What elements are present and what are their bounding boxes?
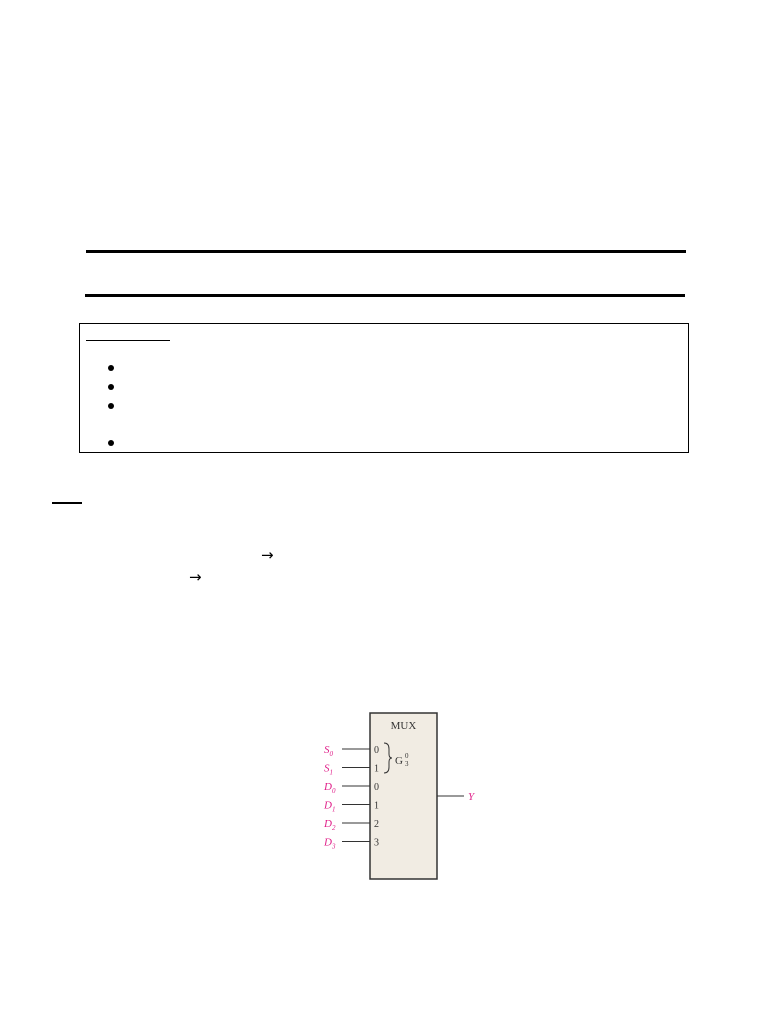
top-horizontal-rule: [86, 250, 686, 253]
pin-number: 2: [374, 819, 379, 830]
bullet-point: [108, 403, 114, 409]
input-label: S1: [324, 763, 333, 777]
bottom-horizontal-rule: [85, 294, 685, 297]
pin-number: 1: [374, 801, 379, 812]
input-label: D2: [323, 818, 336, 832]
gate-letter: G: [395, 755, 403, 767]
section-heading-underline: [52, 502, 82, 504]
objectives-box: [79, 323, 689, 453]
pin-number: 3: [374, 838, 379, 849]
objectives-heading-underline: [86, 340, 170, 341]
gate-label: G: [395, 755, 403, 767]
right-arrow-icon: →: [189, 568, 202, 586]
input-label: S0: [324, 744, 334, 758]
pin-number: 0: [374, 782, 379, 793]
input-label: D1: [323, 800, 335, 814]
gate-subscript: 3: [405, 760, 409, 768]
mux-title: MUX: [391, 720, 417, 732]
gate-superscript: 0: [405, 752, 409, 760]
bullet-point: [108, 384, 114, 390]
pin-number: 1: [374, 764, 379, 775]
bullet-point: [108, 365, 114, 371]
right-arrow-icon: →: [261, 546, 274, 564]
output-label-y: Y: [468, 791, 476, 803]
input-label: D3: [323, 837, 336, 851]
select-brace: [383, 742, 393, 774]
input-label: D0: [323, 781, 336, 795]
mux-block: [369, 712, 438, 880]
bullet-point: [108, 440, 114, 446]
pin-number: 0: [374, 745, 379, 756]
